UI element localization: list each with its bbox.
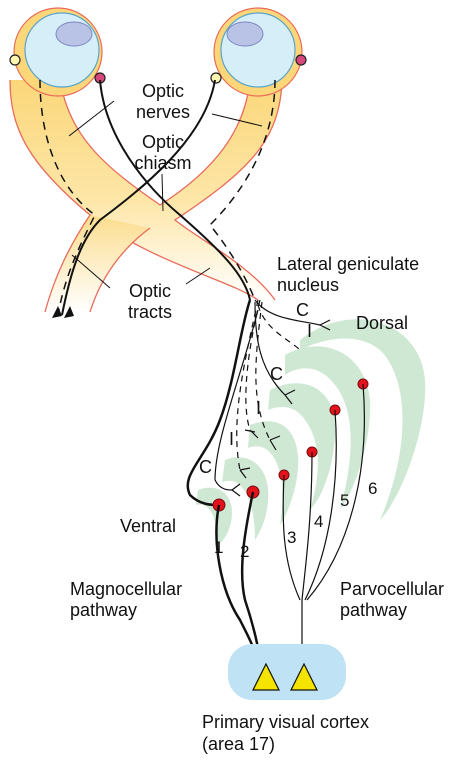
layer-number-4: 4 <box>314 512 323 531</box>
eye-letter-c-ventral: C <box>199 457 212 477</box>
layer-number-6: 6 <box>368 479 377 498</box>
lgn-layer-1 <box>196 488 232 545</box>
eye-letter-c-dorsal: C <box>296 300 309 320</box>
magnocellular-label-line1: Magnocellular <box>70 579 182 599</box>
right-eye-nasal-dot <box>211 73 221 83</box>
parvocellular-label-line2: pathway <box>340 600 407 620</box>
eye-letter-i-middle: I <box>256 398 261 418</box>
optic-nerves-label-line2: nerves <box>136 102 190 122</box>
layer-number-1: 1 <box>214 538 223 557</box>
cortex-region <box>228 644 346 700</box>
cortex-label-line2: (area 17) <box>202 734 275 754</box>
optic-tracts-label-line2: tracts <box>128 302 172 322</box>
leader-optic-nerves-left <box>69 101 114 136</box>
right-lens <box>227 22 263 46</box>
lgn-label-line1: Lateral geniculate <box>277 254 419 274</box>
dorsal-label: Dorsal <box>356 313 408 333</box>
lgn-label-line2: nucleus <box>277 275 339 295</box>
eye-letter-i-top: I <box>307 321 312 341</box>
right-eye <box>211 8 306 96</box>
optic-chiasm-label-line1: Optic <box>142 132 184 152</box>
eye-letter-i-lower: I <box>229 429 234 449</box>
ventral-label: Ventral <box>120 516 176 536</box>
parvocellular-label-line1: Parvocellular <box>340 579 444 599</box>
layer-number-5: 5 <box>340 491 349 510</box>
layer-number-2: 2 <box>240 542 249 561</box>
optic-nerves-label-line1: Optic <box>142 81 184 101</box>
left-eye-temporal-dot <box>10 55 20 65</box>
eye-letter-c-middle: C <box>270 364 283 384</box>
right-eye-temporal-dot <box>296 55 306 65</box>
layer-number-3: 3 <box>287 528 296 547</box>
cortex-label-line1: Primary visual cortex <box>202 712 369 732</box>
left-lens <box>56 22 92 46</box>
magnocellular-label-line2: pathway <box>70 600 137 620</box>
optic-chiasm-label-line2: chiasm <box>134 153 191 173</box>
optic-tracts-label-line1: Optic <box>129 281 171 301</box>
